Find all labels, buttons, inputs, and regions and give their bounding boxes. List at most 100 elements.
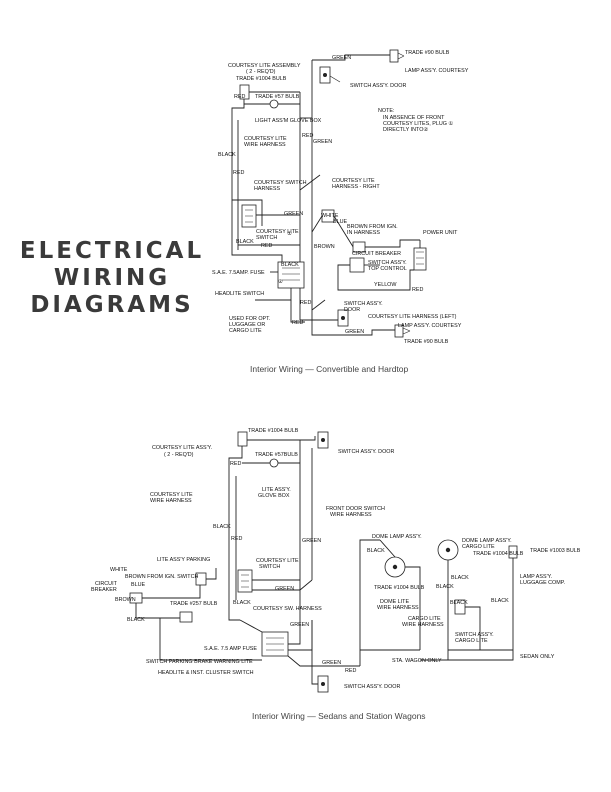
label: SWITCH ASS'Y. DOOR <box>338 449 394 455</box>
label: CARGO LITE <box>408 616 441 622</box>
courtesy-lamp-top-icon <box>389 49 399 63</box>
label: COURTESY SWITCH <box>254 180 307 186</box>
label: S.A.E. 7.5 AMP FUSE <box>204 646 257 652</box>
diagram1-labels: COURTESY LITE ASSEMBLY ( 2 - REQ'D) TRAD… <box>212 50 469 345</box>
label: ① <box>287 231 292 237</box>
diagram1-wiring <box>231 49 427 338</box>
label: BLACK <box>450 600 468 606</box>
label: RED <box>234 94 245 100</box>
diagram2-caption: Interior Wiring — Sedans and Station Wag… <box>252 711 426 721</box>
label: S.A.E. 7.5AMP. FUSE <box>212 270 265 276</box>
label: RED <box>233 170 244 176</box>
label: TRADE #1004 BULB <box>473 551 524 557</box>
title-line-2: WIRING <box>53 265 171 291</box>
label: GREEN <box>332 55 351 61</box>
label: BREAKER <box>91 587 117 593</box>
label: TRADE #90 BULB <box>405 50 450 56</box>
label: WIRE HARNESS <box>377 605 419 611</box>
label: LITE ASS'Y PARKING <box>157 557 210 563</box>
power-unit-icon <box>413 247 427 271</box>
label: TRADE #57BULB <box>255 452 298 458</box>
label: TRADE #1004 BULB <box>236 76 287 82</box>
label: RED <box>412 287 423 293</box>
label: WHITE <box>110 567 128 573</box>
label: GLOVE BOX <box>258 493 290 499</box>
label: YELLOW <box>374 282 397 288</box>
label: TRADE #1004 BULB <box>248 428 299 434</box>
label: BLACK <box>218 152 236 158</box>
label: WIRE HARNESS <box>330 512 372 518</box>
label: BLACK <box>436 584 454 590</box>
label: COURTESY LITE ASS'Y. <box>152 445 212 451</box>
label: WIRE HARNESS <box>150 498 192 504</box>
label: WIRE HARNESS <box>244 142 286 148</box>
label: NOTE: <box>378 108 394 114</box>
label: ( 2 - REQ'D) <box>246 69 276 75</box>
label: GREEN <box>275 586 294 592</box>
label: GREEN <box>302 538 321 544</box>
label: HEADLITE & INST. CLUSTER SWITCH <box>158 670 254 676</box>
label: STA. WAGON ONLY <box>392 658 442 664</box>
label: SWITCH ASS'Y. DOOR <box>350 83 406 89</box>
label: DOME LAMP ASS'Y. <box>372 534 422 540</box>
label: FRONT DOOR SWITCH <box>326 506 385 512</box>
label: COURTESY LITE <box>256 229 299 235</box>
label: TRADE #1003 BULB <box>530 548 581 554</box>
label: CARGO LITE <box>455 638 488 644</box>
label: TRADE #1004 BULB <box>374 585 425 591</box>
label: CARGO LITE <box>229 328 262 334</box>
label: LITE ASS'Y. <box>262 487 291 493</box>
label: USED FOR OPT. <box>229 316 270 322</box>
label: GREEN <box>322 660 341 666</box>
label: BLACK <box>233 600 251 606</box>
label: TRADE #90 BULB <box>404 339 449 345</box>
label: BROWN FROM IGN. <box>347 224 398 230</box>
label: COURTESY LITE <box>332 178 375 184</box>
diagram2-labels: COURTESY LITE ASS'Y. ( 2 - REQ'D) TRADE … <box>91 428 581 690</box>
label: RED <box>292 320 303 326</box>
label: WIRE HARNESS <box>402 622 444 628</box>
label: BLACK <box>451 575 469 581</box>
label: GREEN <box>345 329 364 335</box>
label: POWER UNIT <box>423 230 458 236</box>
top-control-switch-icon <box>349 257 365 273</box>
label: BLUE <box>131 582 145 588</box>
label: LAMP ASS'Y. <box>520 574 552 580</box>
label: BROWN <box>314 244 335 250</box>
label: COURTESY LITE <box>150 492 193 498</box>
label: DOME LITE <box>380 599 409 605</box>
label: COURTESY LITE <box>256 558 299 564</box>
diagram1-caption: Interior Wiring — Convertible and Hardto… <box>250 364 409 374</box>
label: IN HARNESS <box>347 230 380 236</box>
label: SEDAN ONLY <box>520 654 555 660</box>
label: COURTESY LITES, PLUG ① <box>383 121 453 127</box>
label: LUGGAGE COMP. <box>520 580 565 586</box>
label: BLACK <box>236 239 254 245</box>
label: RED <box>300 300 311 306</box>
glove-box-bulb-icon <box>269 458 279 468</box>
label: COURTESY LITE HARNESS (LEFT) <box>368 314 457 320</box>
label: RED <box>345 668 356 674</box>
title-line-3: DIAGRAMS <box>30 292 194 318</box>
label: LAMP ASS'Y. COURTESY <box>405 68 469 74</box>
label: BLACK <box>367 548 385 554</box>
label: IN ABSENCE OF FRONT <box>383 115 445 121</box>
label: LAMP ASS'Y. COURTESY <box>398 323 462 329</box>
courtesy-lite-lamp-icon <box>237 431 248 447</box>
label: COURTESY LITE <box>244 136 287 142</box>
label: SWITCH PARKING BRAKE WARNING LITE <box>146 659 253 665</box>
label: COURTESY LITE ASSEMBLY <box>228 63 301 69</box>
label: LIGHT ASS'M GLOVE BOX <box>255 118 322 124</box>
courtesy-lamp-bottom-icon <box>394 324 404 338</box>
label: RED <box>231 536 242 542</box>
diagram2-wiring <box>129 431 518 693</box>
label: HEADLITE SWITCH <box>215 291 264 297</box>
title-line-1: ELECTRICAL <box>19 238 205 264</box>
label: ( 2 - REQ'D) <box>164 452 194 458</box>
label: DOOR <box>344 307 360 313</box>
label: LUGGAGE OR <box>229 322 265 328</box>
label: HARNESS <box>254 186 280 192</box>
label: TRADE #57 BULB <box>255 94 300 100</box>
glove-box-bulb-icon <box>269 99 279 109</box>
